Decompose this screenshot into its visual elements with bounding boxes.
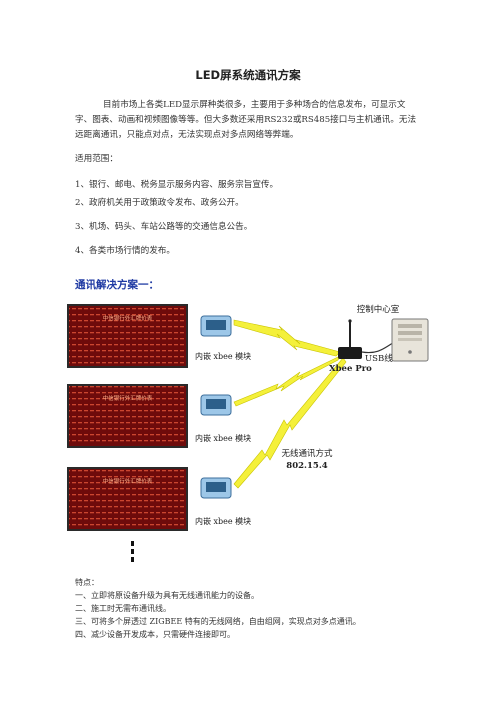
scope-item: 2、政府机关用于政策政令发布、政务公开。 [75, 198, 244, 208]
wireless-standard-label: 802.15.4 [286, 461, 327, 471]
led-sign-2: 中信银行外汇牌价表 [67, 384, 188, 448]
document-title: LED屏系统通讯方案 [195, 68, 301, 82]
scope-item: 1、银行、邮电、税务显示服务内容、服务宗旨宣传。 [75, 180, 279, 190]
wireless-bolt-icon [233, 357, 347, 489]
wireless-bolt-icon [233, 319, 341, 357]
xbee-module-1 [200, 315, 232, 337]
features-label: 特点： [75, 578, 99, 587]
usb-label: USB线 [365, 353, 393, 364]
solution-heading: 通讯解决方案一： [75, 279, 159, 291]
led-sign-1: 中信银行外汇牌价表 [67, 304, 188, 368]
led-sign-title: 中信银行外汇牌价表 [103, 314, 153, 322]
xbee-pro-device-icon [338, 319, 362, 359]
control-center-label: 控制中心室 [357, 304, 400, 315]
intro-text: 目前市场上各类LED显示屏种类很多，主要用于多种场合的信息发布，可显示文字、图表… [75, 100, 417, 140]
computer-icon [391, 318, 429, 362]
feature-item: 一、立即将原设备升级为具有无线通讯能力的设备。 [75, 591, 259, 600]
feature-item: 三、可将多个屏透过 ZIGBEE 特有的无线网络，自由组网，实现点对多点通讯。 [75, 617, 361, 626]
xbee-pro-label: Xbee Pro [329, 364, 372, 374]
led-sign-title: 中信银行外汇牌价表 [103, 477, 153, 485]
feature-item: 四、减少设备开发成本，只需硬件连接即可。 [75, 630, 235, 639]
xbee-module-2 [200, 394, 232, 416]
module-label-3: 内嵌 xbee 模块 [195, 516, 251, 526]
feature-item: 二、施工时无需布通讯线。 [75, 604, 171, 613]
scope-item: 3、机场、码头、车站公路等的交通信息公告。 [75, 222, 253, 232]
scope-label: 适用范围： [75, 154, 118, 164]
led-sign-3: 中信银行外汇牌价表 [67, 467, 188, 531]
scope-item: 4、各类市场行情的发布。 [75, 246, 175, 256]
module-label-2: 内嵌 xbee 模块 [195, 433, 251, 443]
intro-paragraph: 目前市场上各类LED显示屏种类很多，主要用于多种场合的信息发布，可显示文字、图表… [75, 98, 420, 143]
xbee-module-3 [200, 477, 232, 499]
more-devices-ellipsis [131, 541, 134, 562]
module-label-1: 内嵌 xbee 模块 [195, 351, 251, 361]
wireless-method-label: 无线通讯方式 [281, 448, 333, 459]
wireless-bolt-icon [233, 355, 341, 407]
led-sign-title: 中信银行外汇牌价表 [103, 394, 153, 402]
